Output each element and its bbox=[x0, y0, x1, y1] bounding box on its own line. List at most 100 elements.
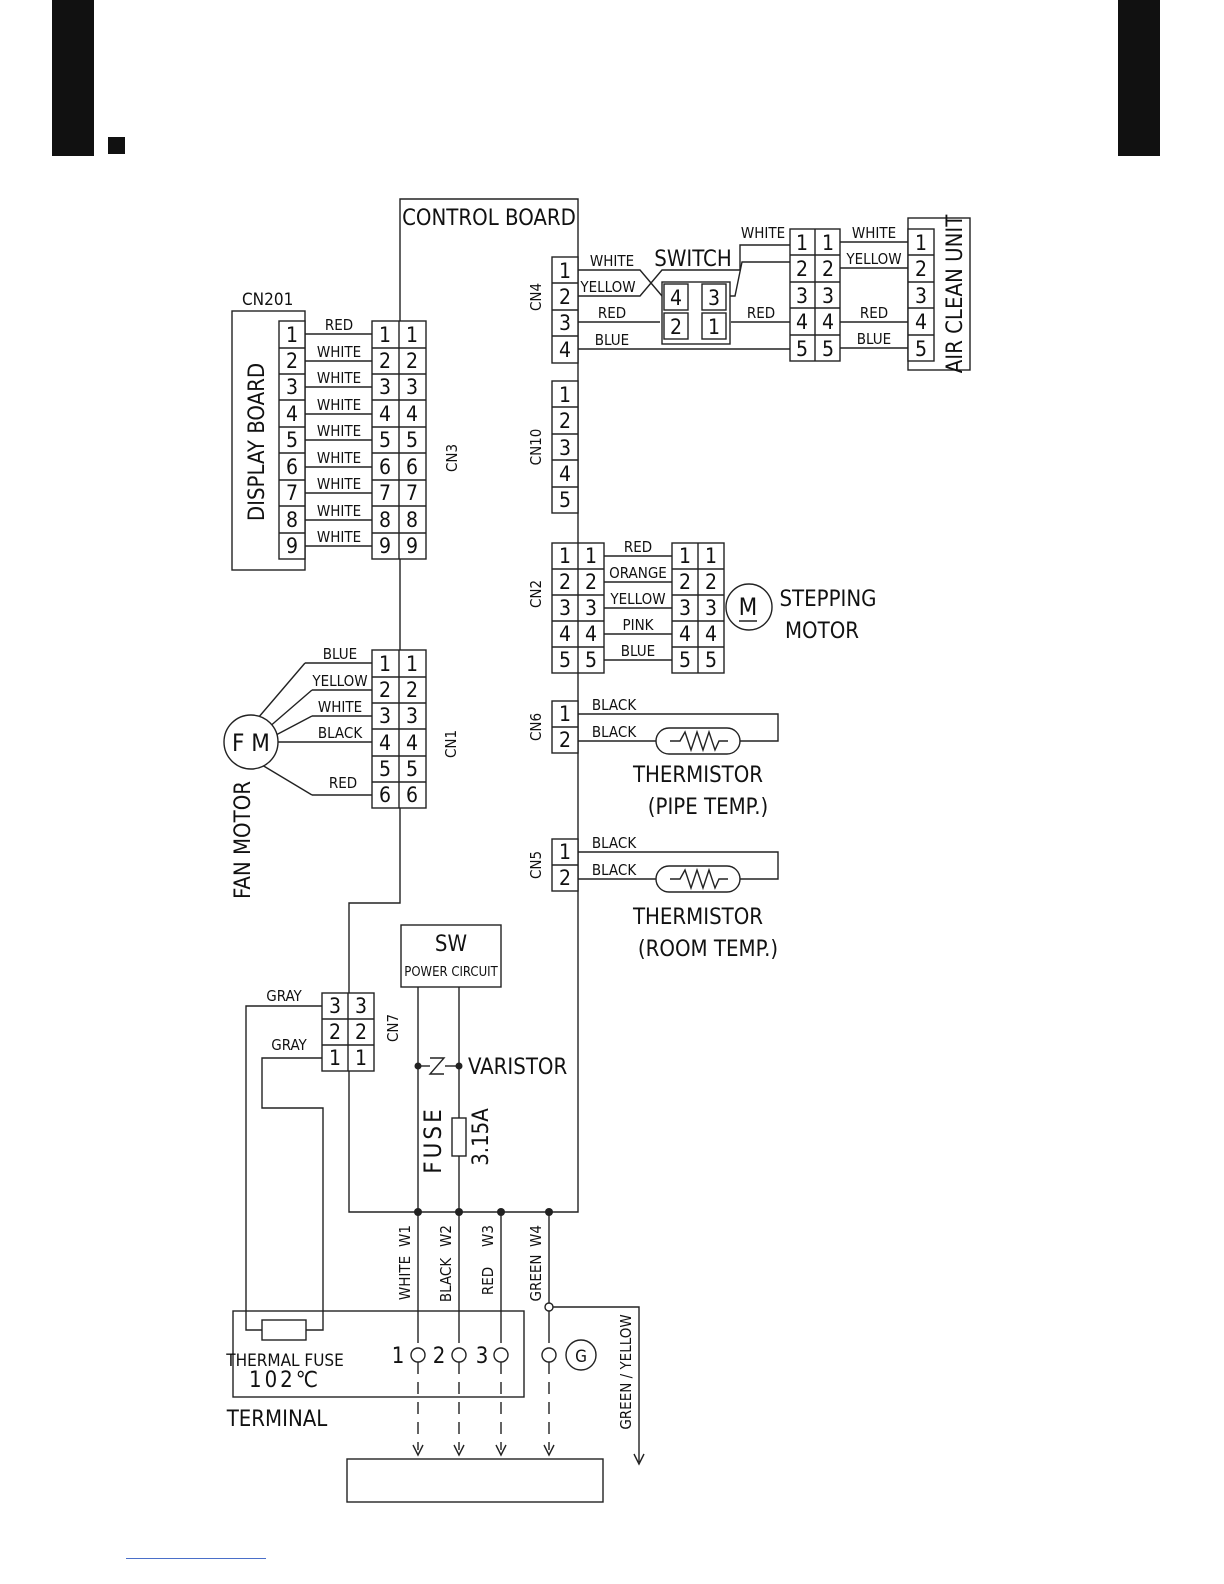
svg-text:1: 1 bbox=[679, 544, 691, 568]
svg-text:2: 2 bbox=[406, 678, 418, 702]
svg-text:2: 2 bbox=[379, 678, 391, 702]
wire-white: WHITE bbox=[396, 1256, 414, 1300]
air-clean-unit-label: AIR CLEAN UNIT bbox=[943, 214, 968, 374]
svg-text:4: 4 bbox=[559, 622, 571, 646]
footer-link-line bbox=[126, 1558, 266, 1559]
wire-black: BLACK bbox=[437, 1257, 455, 1303]
cn2-wires: RED ORANGE YELLOW PINK BLUE bbox=[604, 538, 672, 661]
terminal-w2: W2 bbox=[437, 1225, 455, 1247]
svg-text:2: 2 bbox=[406, 349, 418, 373]
svg-text:BLUE: BLUE bbox=[595, 331, 629, 349]
ground-label: G bbox=[575, 1347, 587, 1367]
svg-text:3: 3 bbox=[476, 1344, 489, 1369]
svg-text:5: 5 bbox=[406, 428, 418, 452]
cn7-label: CN7 bbox=[384, 1014, 402, 1042]
svg-text:5: 5 bbox=[406, 757, 418, 781]
svg-text:1: 1 bbox=[708, 315, 720, 339]
sw-power-circuit bbox=[400, 924, 502, 988]
power-lines bbox=[414, 987, 467, 1212]
svg-text:BLACK: BLACK bbox=[592, 861, 638, 879]
stepping-motor-label-2: MOTOR bbox=[785, 619, 859, 644]
svg-text:BLACK: BLACK bbox=[592, 696, 638, 714]
terminal-posts: 1 2 3 bbox=[392, 1344, 557, 1369]
svg-text:2: 2 bbox=[822, 257, 834, 281]
svg-text:PINK: PINK bbox=[622, 616, 654, 634]
cn2-label: CN2 bbox=[527, 580, 545, 608]
cn10-label: CN10 bbox=[527, 429, 545, 466]
svg-text:2: 2 bbox=[915, 257, 927, 281]
svg-text:4: 4 bbox=[796, 310, 808, 334]
fan-motor-symbol bbox=[223, 714, 279, 770]
svg-text:5: 5 bbox=[705, 648, 717, 672]
switch-block: 4 3 2 1 bbox=[661, 281, 731, 345]
svg-text:7: 7 bbox=[379, 481, 391, 505]
fuse-rating-label: 3.15A bbox=[469, 1108, 494, 1166]
svg-text:1: 1 bbox=[559, 259, 571, 283]
cn1-wires: BLUE YELLOW WHITE BLACK RED bbox=[257, 645, 372, 796]
svg-text:YELLOW: YELLOW bbox=[311, 672, 367, 690]
svg-text:5: 5 bbox=[822, 337, 834, 361]
fan-motor-label: FAN MOTOR bbox=[231, 781, 256, 899]
thermal-fuse-rating: 102℃ bbox=[249, 1368, 321, 1393]
svg-text:6: 6 bbox=[286, 455, 298, 479]
svg-text:2: 2 bbox=[670, 315, 682, 339]
thermistor-room: BLACK BLACK bbox=[578, 834, 779, 893]
svg-text:3: 3 bbox=[708, 286, 720, 310]
svg-text:1: 1 bbox=[559, 702, 571, 726]
dashed-leads bbox=[412, 1362, 555, 1457]
svg-text:9: 9 bbox=[406, 534, 418, 558]
svg-text:1: 1 bbox=[559, 383, 571, 407]
svg-text:6: 6 bbox=[379, 455, 391, 479]
svg-text:WHITE: WHITE bbox=[318, 698, 362, 716]
thermistor-room-label: THERMISTOR bbox=[632, 905, 763, 930]
svg-text:WHITE: WHITE bbox=[317, 396, 361, 414]
svg-text:6: 6 bbox=[406, 455, 418, 479]
fuse-label: FUSE bbox=[419, 1106, 447, 1174]
svg-text:4: 4 bbox=[679, 622, 691, 646]
svg-text:3: 3 bbox=[406, 704, 418, 728]
svg-text:3: 3 bbox=[679, 596, 691, 620]
svg-text:1: 1 bbox=[392, 1344, 405, 1369]
terminal-label: TERMINAL bbox=[226, 1407, 328, 1432]
svg-text:4: 4 bbox=[379, 731, 391, 755]
svg-text:4: 4 bbox=[286, 402, 298, 426]
cn5-connector: 1 2 bbox=[551, 838, 579, 892]
svg-text:9: 9 bbox=[286, 534, 298, 558]
svg-text:6: 6 bbox=[406, 783, 418, 807]
stepping-motor-label: STEPPING bbox=[779, 587, 876, 612]
svg-text:WHITE: WHITE bbox=[590, 252, 634, 270]
svg-text:2: 2 bbox=[329, 1020, 341, 1044]
svg-text:BLACK: BLACK bbox=[318, 724, 364, 742]
svg-text:4: 4 bbox=[559, 338, 571, 362]
svg-text:WHITE: WHITE bbox=[317, 449, 361, 467]
svg-text:YELLOW: YELLOW bbox=[609, 590, 665, 608]
terminal-w1: W1 bbox=[396, 1225, 414, 1247]
svg-text:3: 3 bbox=[559, 311, 571, 335]
svg-text:5: 5 bbox=[679, 648, 691, 672]
svg-text:4: 4 bbox=[379, 402, 391, 426]
section-marker bbox=[108, 137, 125, 154]
air-clean-unit: 1 2 3 4 5 bbox=[907, 217, 971, 371]
svg-text:2: 2 bbox=[705, 570, 717, 594]
svg-text:4: 4 bbox=[406, 731, 418, 755]
svg-text:RED: RED bbox=[598, 304, 626, 322]
svg-text:3: 3 bbox=[585, 596, 597, 620]
terminal-w4: W4 bbox=[527, 1225, 545, 1247]
cn4-label: CN4 bbox=[527, 283, 545, 311]
svg-text:2: 2 bbox=[585, 570, 597, 594]
svg-text:WHITE: WHITE bbox=[317, 502, 361, 520]
svg-text:RED: RED bbox=[860, 304, 888, 322]
svg-text:4: 4 bbox=[406, 402, 418, 426]
svg-text:3: 3 bbox=[705, 596, 717, 620]
svg-text:8: 8 bbox=[286, 508, 298, 532]
outdoor-unit-box bbox=[346, 1458, 604, 1503]
svg-text:5: 5 bbox=[559, 488, 571, 512]
svg-text:2: 2 bbox=[559, 570, 571, 594]
svg-text:1: 1 bbox=[559, 840, 571, 864]
svg-text:WHITE: WHITE bbox=[317, 343, 361, 361]
cn5-label: CN5 bbox=[527, 851, 545, 879]
cn3-label: CN3 bbox=[443, 444, 461, 472]
